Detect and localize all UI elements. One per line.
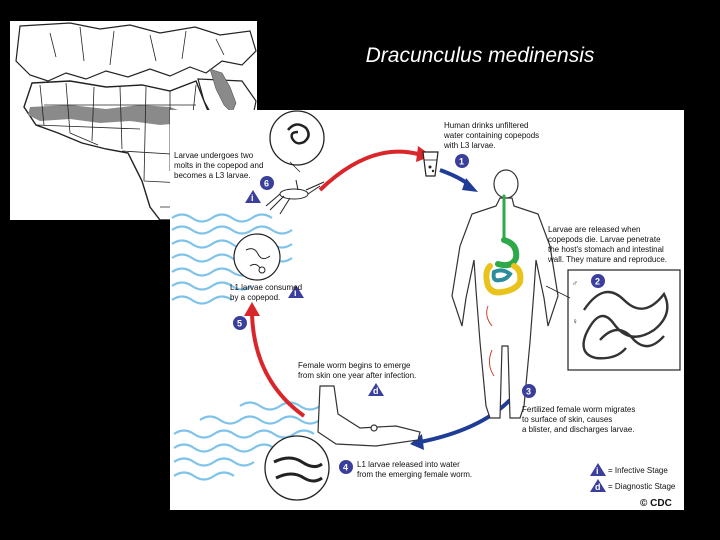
adult-worms-box: [545, 269, 681, 371]
svg-text:= Diagnostic Stage: = Diagnostic Stage: [608, 482, 676, 491]
arrow-6-to-1: [318, 149, 419, 192]
legend-infective: i = Infective Stage: [590, 463, 668, 476]
svg-text:= Infective Stage: = Infective Stage: [608, 466, 668, 475]
water-waves-bottom-left: [173, 401, 321, 481]
copepod-icon: [265, 179, 325, 215]
step-6-text: Larvae undergoes two molts in the copepo…: [174, 151, 266, 180]
arrow-3-to-4-head: [410, 434, 424, 450]
step-badge-3: 3: [522, 384, 536, 398]
europe-borders: [49, 26, 225, 66]
life-cycle-diagram: ♂ ♀ 1 2 3 4 5 6 i d i: [170, 110, 684, 510]
step-badge-4: 4: [339, 460, 353, 474]
step-badge-5: 5: [233, 316, 247, 330]
svg-text:d: d: [595, 482, 601, 492]
step-4-text: L1 larvae released into water from the e…: [357, 460, 472, 479]
step-3-text: Fertilized female worm migrates to surfa…: [522, 405, 638, 434]
arrow-4-to-5-head: [244, 302, 260, 316]
svg-text:3: 3: [526, 387, 531, 397]
svg-text:6: 6: [264, 179, 269, 189]
arabia-highlight: [209, 68, 237, 114]
arrow-3-to-4: [419, 398, 512, 444]
infective-stage-marker-6: i: [245, 190, 261, 203]
infective-stage-marker-5: i: [288, 285, 304, 298]
svg-text:d: d: [373, 386, 379, 396]
page-title: Dracunculus medinensis: [365, 44, 595, 67]
step-badge-6: 6: [260, 176, 274, 190]
step-badge-1: 1: [455, 154, 469, 168]
arrow-4-to-5: [250, 313, 306, 418]
europe-outline: [15, 22, 257, 82]
water-waves-top-left: [171, 213, 293, 305]
diagnostic-stage-marker-7: d: [368, 383, 384, 396]
human-foot-figure: [317, 385, 421, 447]
svg-text:1: 1: [459, 157, 464, 167]
digestive-tract: [483, 194, 524, 296]
human-body-figure: [451, 169, 559, 419]
arrow-1-to-2-head: [462, 178, 478, 192]
l1-larvae-circle: [264, 435, 330, 501]
step-7-text: Female worm begins to emerge from skin o…: [298, 361, 416, 380]
female-symbol: ♀: [572, 317, 578, 326]
legend-diagnostic: d = Diagnostic Stage: [590, 479, 676, 492]
svg-text:i: i: [294, 288, 297, 298]
water-glass-icon: [422, 151, 439, 177]
worm-track-leg: [486, 305, 495, 377]
step-5-text: L1 larvae consumed by a copepod.: [230, 283, 304, 302]
svg-text:i: i: [596, 466, 599, 476]
male-symbol: ♂: [572, 279, 578, 288]
svg-text:i: i: [251, 193, 254, 203]
svg-text:4: 4: [343, 463, 348, 473]
copepod-larva-circle: [269, 110, 325, 173]
step-badge-2: 2: [591, 274, 605, 288]
svg-text:2: 2: [595, 277, 600, 287]
step-1-text: Human drinks unfiltered water containing…: [443, 121, 541, 150]
step-2-text: Larvae are released when copepods die. L…: [547, 225, 667, 264]
copepod-l1-circle: [233, 233, 281, 281]
sahel-highlight: [28, 105, 186, 125]
cdc-credit: © CDC: [640, 498, 672, 509]
svg-text:5: 5: [237, 319, 242, 329]
